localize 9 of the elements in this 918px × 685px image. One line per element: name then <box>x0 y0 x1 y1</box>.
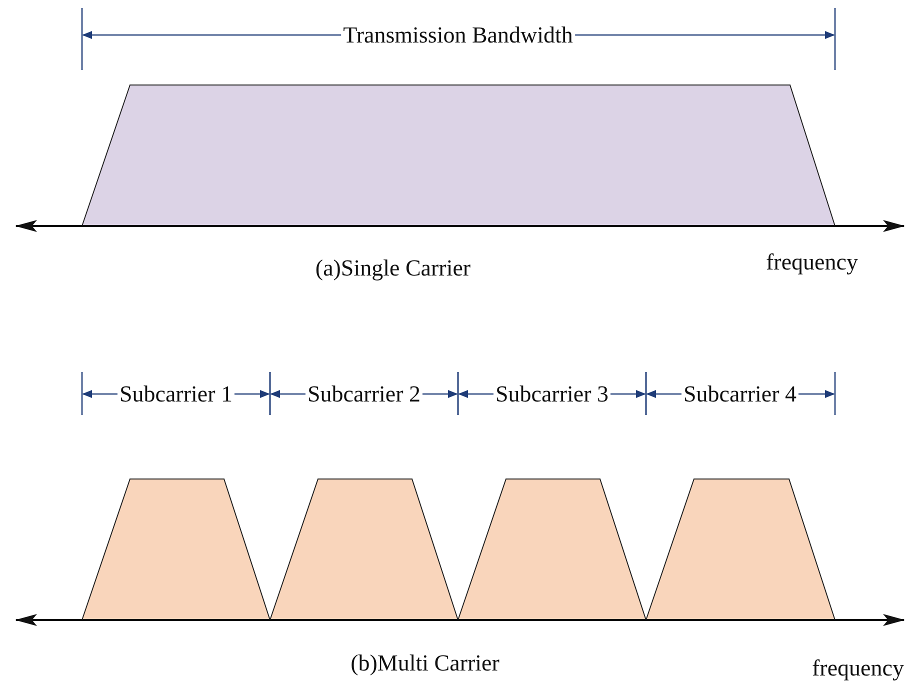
axis-label: frequency <box>812 656 904 680</box>
spectrum-shape <box>645 478 836 620</box>
caption: (b)Multi Carrier <box>350 652 500 674</box>
axis-label: frequency <box>766 250 858 274</box>
caption: (a)Single Carrier <box>315 256 471 280</box>
spectrum-shape <box>81 84 836 226</box>
spectrum-shape <box>81 478 271 620</box>
spectrum-shape <box>457 478 647 620</box>
spectrum-shape <box>269 478 459 620</box>
